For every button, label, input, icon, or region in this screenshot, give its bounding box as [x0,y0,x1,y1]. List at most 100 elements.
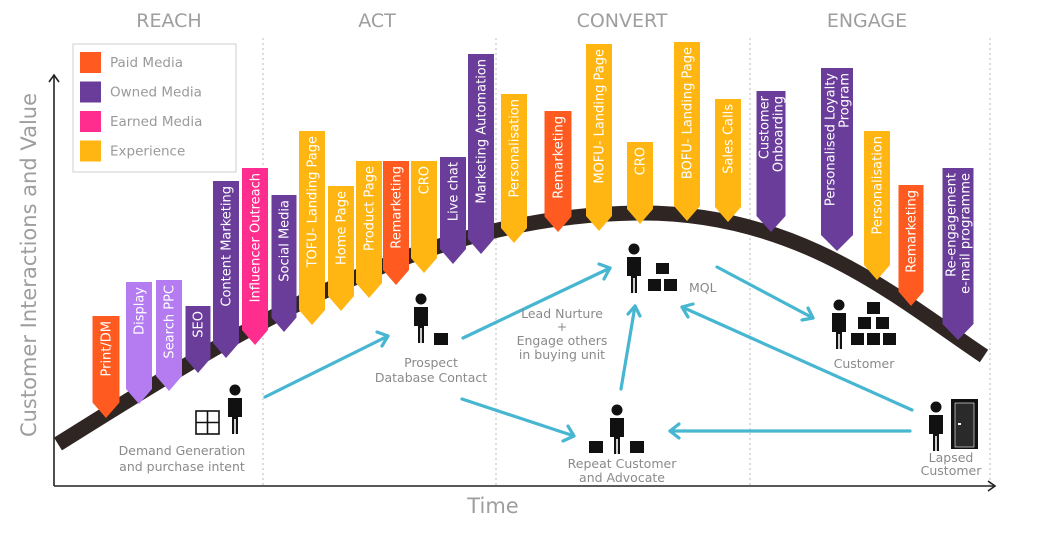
actor-label-prospect-1: Prospect [404,355,458,370]
window-grid-icon [195,410,220,435]
tag-print-dm: Print/DM [92,316,120,418]
journey-arrows [263,262,914,443]
legend-item-paid-media: Paid Media [80,52,183,73]
box-icon-right [630,441,644,453]
legend-swatch [80,140,101,162]
tag-mofu-landing-page: MOFU- Landing Page [586,44,612,231]
tag-shape [185,306,211,373]
actor-repeat-customer: Repeat Customer and Advocate [568,404,678,485]
person-icon [228,384,242,434]
tag-label: MOFU- Landing Page [593,49,608,184]
tag-label: BOFU- Landing Page [681,47,696,179]
stage-label-convert: CONVERT [577,10,668,32]
tag-label: CRO [634,147,649,175]
tag-shape [544,111,572,232]
tag-shape [299,131,325,325]
tag-label: Personalisation [508,99,523,198]
actor-label-lapsed-2: Customer [921,463,983,478]
legend-label: Owned Media [110,85,202,101]
tag-label: Influencer Outreach [249,173,264,302]
tag-label: TOFU- Landing Page [306,136,321,268]
tag-label: Program [838,73,853,128]
legend-item-earned-media: Earned Media [80,111,202,132]
tag-label: Customer [758,95,773,159]
stage-label-act: ACT [358,10,396,32]
tag-shape [328,186,354,311]
person-icon [929,401,943,451]
actor-lapsed-customer: Lapsed Customer [921,399,983,478]
tag-shape [92,316,120,418]
tag-cro: CRO [411,161,437,273]
tag-shape [898,185,924,306]
tag-shape [501,94,527,243]
tag-personalisation: Personalisation [501,94,527,243]
arrow-repeat-to-mql [619,304,642,391]
tag-shape [411,161,437,273]
stage-label-engage: ENGAGE [827,10,907,32]
person-icon [627,243,641,293]
tag-sales-calls: Sales Calls [715,99,741,222]
tag-product-page: Product Page [356,161,382,298]
legend-swatch [80,52,101,73]
arrow-mql-to-customer [715,265,815,322]
actor-prospect: Prospect Database Contact [375,293,487,385]
person-icon [832,299,846,349]
legend-label: Experience [110,144,185,160]
tag-shape [821,68,853,251]
tag-label: e-mail programme [959,173,974,294]
tag-influencer-outreach: Influencer Outreach [242,168,268,345]
tag-shape [756,91,786,232]
tag-label: SEO [192,311,207,338]
tag-social-media: Social Media [271,195,297,332]
stage-label-reach: REACH [136,10,201,32]
tag-label: Onboarding [772,96,787,172]
tag-label: Re-engagement [945,173,960,277]
tag-label: Live chat [447,162,462,221]
tag-label: Personalised Loyalty [824,73,839,206]
nurture-line-2: + [557,319,567,334]
tag-shape [942,168,974,340]
tag-label: Home Page [335,191,350,265]
tag-label: Remarketing [390,166,405,249]
axes [48,73,997,492]
arrow-prospect-to-repeat [460,397,576,443]
actor-label-repeat-2: and Advocate [579,470,665,485]
tag-label: Remarketing [905,190,920,273]
tag-search-ppc: Search PPC [156,280,182,391]
actor-label-demand-1: Demand Generation [119,443,246,458]
door-icon [951,399,978,449]
actor-customer: Customer [832,299,896,371]
tag-cro: CRO [627,142,653,224]
actor-label-lapsed-1: Lapsed [929,450,974,465]
actor-label-repeat-1: Repeat Customer [568,456,678,471]
tag-shape [271,195,297,332]
tag-bofu-landing-page: BOFU- Landing Page [674,42,700,221]
tag-display: Display [126,282,152,404]
tag-remarketing: Remarketing [898,185,924,306]
box-icon [434,333,448,345]
actor-label-customer: Customer [834,356,896,371]
tag-label: Product Page [363,166,378,251]
tag-shape [674,42,700,221]
tag-label: Social Media [278,200,293,282]
x-axis-arrowhead [987,480,997,492]
tag-shape [242,168,268,345]
tag-label: Remarketing [552,116,567,199]
tag-shape [356,161,382,298]
tag-shape [627,142,653,224]
tag-label: Marketing Automation [475,59,490,204]
tag-shape [213,181,239,358]
nurture-line-1: Lead Nurture [521,306,603,321]
tag-label: Display [133,287,148,335]
box-icon-left [589,441,603,453]
tag-shape [864,131,890,280]
tag-tofu-landing-page: TOFU- Landing Page [299,131,325,325]
x-axis-title: Time [466,494,518,518]
arrow-demand-to-prospect [263,330,390,399]
legend-item-experience: Experience [80,140,185,162]
nurture-line-3: Engage others [517,333,608,348]
legend-swatch [80,111,101,132]
